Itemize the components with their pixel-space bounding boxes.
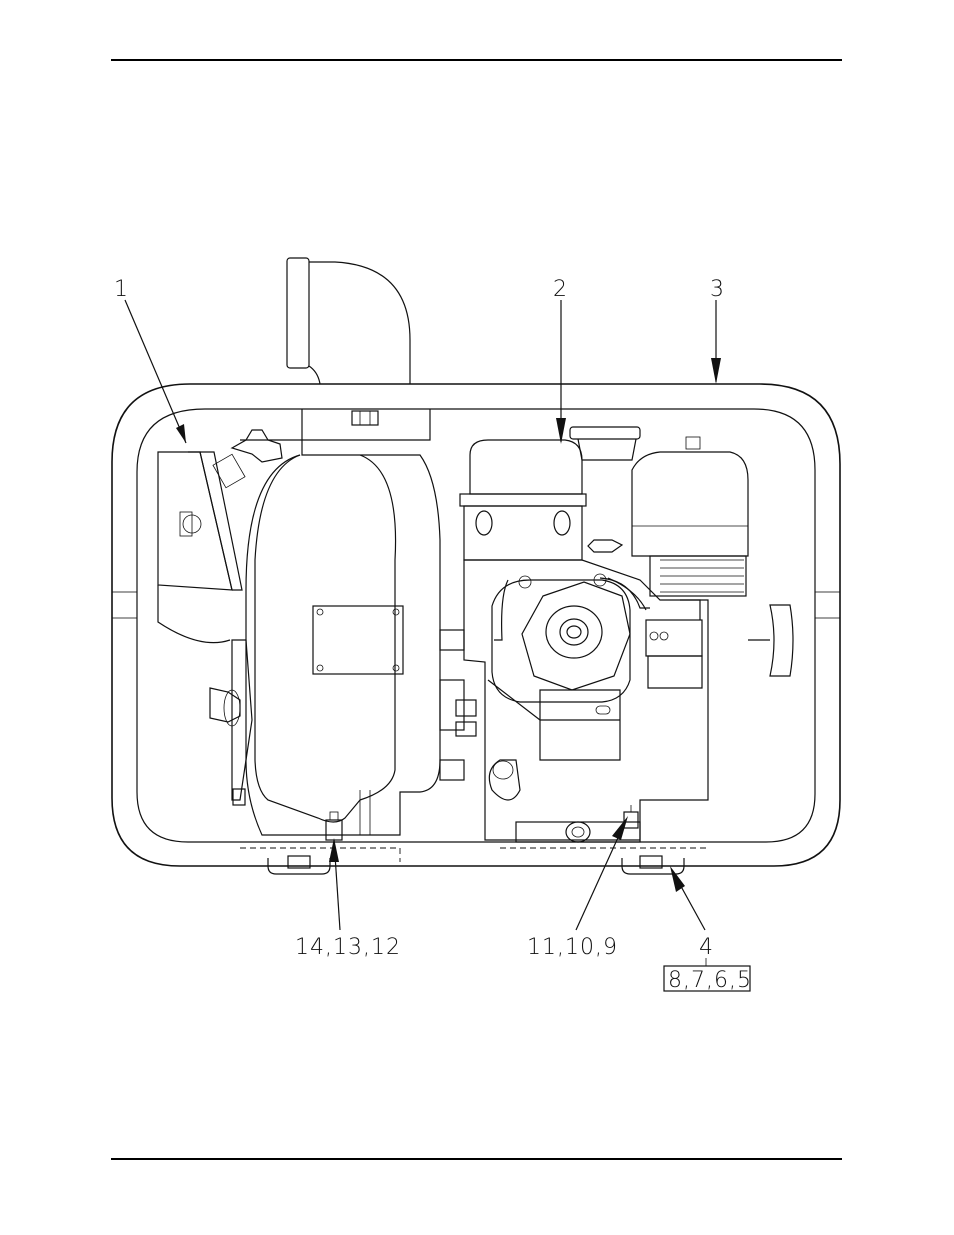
callout-3: 3 xyxy=(710,277,725,302)
leader-lines xyxy=(125,300,750,991)
discharge-elbow xyxy=(287,258,410,384)
callout-8-7-6-5: 8,7,6,5 xyxy=(668,968,752,993)
engine xyxy=(440,427,793,842)
arrow-1 xyxy=(176,424,186,443)
leader-1 xyxy=(125,300,186,443)
suction-cover xyxy=(158,430,282,643)
callout-11-10-9: 11,10,9 xyxy=(527,935,618,960)
callout-4: 4 xyxy=(699,935,714,960)
callout-14-13-12: 14,13,12 xyxy=(295,935,401,960)
callout-2: 2 xyxy=(553,277,568,302)
callout-1: 1 xyxy=(114,277,129,302)
pump-housing xyxy=(240,440,440,835)
frame xyxy=(112,384,840,866)
top-bracket xyxy=(302,409,430,440)
arrow-3 xyxy=(711,358,721,384)
